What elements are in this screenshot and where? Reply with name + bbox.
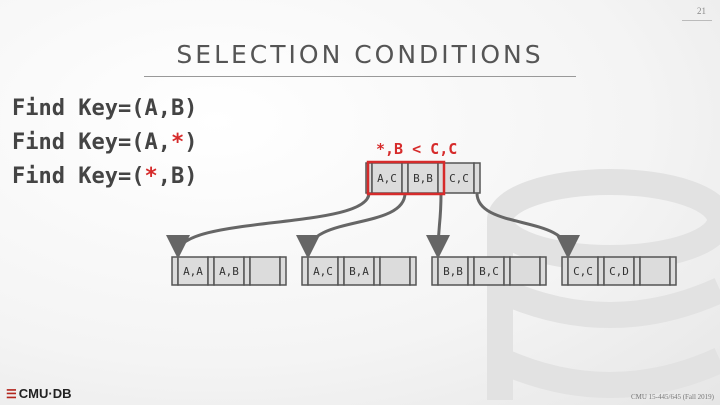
- node-key-slot: [379, 256, 411, 286]
- cmu-db-logo: ☰ CMU·DB: [6, 386, 71, 401]
- node-pointer-slot: [337, 256, 345, 286]
- database-icon: ☰: [6, 386, 17, 401]
- course-label: CMU 15-445/645 (Fall 2019): [630, 393, 714, 401]
- slide-title: SELECTION CONDITIONS: [176, 40, 544, 69]
- query-line-2: Find Key=(A,*): [12, 126, 197, 160]
- node-key-slot: [443, 162, 475, 194]
- node-pointer-slot: [467, 256, 475, 286]
- node-key-label: C,D: [609, 265, 629, 278]
- node-pointer-slot: [669, 256, 677, 286]
- leaf-node-2: A,C B,A: [301, 256, 417, 286]
- title-divider: [144, 76, 576, 77]
- leaf-node-4: C,C C,D: [561, 256, 677, 286]
- node-key-slot: [307, 256, 339, 286]
- pointer-arrow-1: [166, 192, 371, 259]
- highlight-box: [366, 160, 446, 196]
- page-number-rule: [682, 20, 712, 21]
- leaf-node-1: A,A A,B: [171, 256, 287, 286]
- node-key-label: A,C: [377, 172, 397, 185]
- node-key-slot: [213, 256, 245, 286]
- node-pointer-slot: [597, 256, 605, 286]
- query-text: Find Key=(A,B): [12, 96, 198, 121]
- wildcard-symbol: *: [144, 164, 158, 189]
- pointer-arrow-4: [475, 192, 580, 259]
- node-key-slot: [639, 256, 671, 286]
- node-pointer-slot: [431, 256, 439, 286]
- node-key-slot: [437, 256, 469, 286]
- query-text: ,B): [157, 164, 198, 189]
- root-node: A,C B,B C,C: [365, 162, 481, 194]
- node-key-label: B,C: [479, 265, 499, 278]
- node-key-label: B,B: [413, 172, 433, 185]
- node-pointer-slot: [401, 162, 409, 194]
- logo-text: CMU·DB: [18, 386, 72, 401]
- node-key-slot: [249, 256, 281, 286]
- node-key-label: C,C: [573, 265, 593, 278]
- query-list: Find Key=(A,B) Find Key=(A,*) Find Key=(…: [12, 92, 197, 194]
- query-line-3: Find Key=(*,B): [12, 160, 197, 194]
- node-pointer-slot: [243, 256, 251, 286]
- node-pointer-slot: [409, 256, 417, 286]
- node-key-slot: [603, 256, 635, 286]
- node-key-label: B,A: [349, 265, 369, 278]
- leaf-node-3: B,B B,C: [431, 256, 547, 286]
- node-pointer-slot: [279, 256, 287, 286]
- node-pointer-slot: [171, 256, 179, 286]
- node-pointer-slot: [207, 256, 215, 286]
- node-pointer-slot: [301, 256, 309, 286]
- node-pointer-slot: [473, 162, 481, 194]
- node-key-label: A,B: [219, 265, 239, 278]
- node-pointer-slot: [503, 256, 511, 286]
- query-text: ): [184, 130, 198, 155]
- pointer-arrow-2: [296, 192, 407, 259]
- query-line-1: Find Key=(A,B): [12, 92, 197, 126]
- node-pointer-slot: [561, 256, 569, 286]
- node-key-slot: [509, 256, 541, 286]
- condition-label: *,B < C,C: [376, 140, 458, 158]
- node-key-label: C,C: [449, 172, 469, 185]
- query-text: Find Key=(: [12, 164, 145, 189]
- node-key-label: B,B: [443, 265, 463, 278]
- node-key-label: A,C: [313, 265, 333, 278]
- node-pointer-slot: [373, 256, 381, 286]
- query-text: Find Key=(A,: [12, 130, 171, 155]
- node-pointer-slot: [539, 256, 547, 286]
- page-number: 21: [697, 6, 706, 16]
- node-pointer-slot: [633, 256, 641, 286]
- node-key-label: A,A: [183, 265, 203, 278]
- wildcard-symbol: *: [170, 130, 185, 155]
- node-key-slot: [343, 256, 375, 286]
- pointer-arrow-3: [426, 192, 451, 259]
